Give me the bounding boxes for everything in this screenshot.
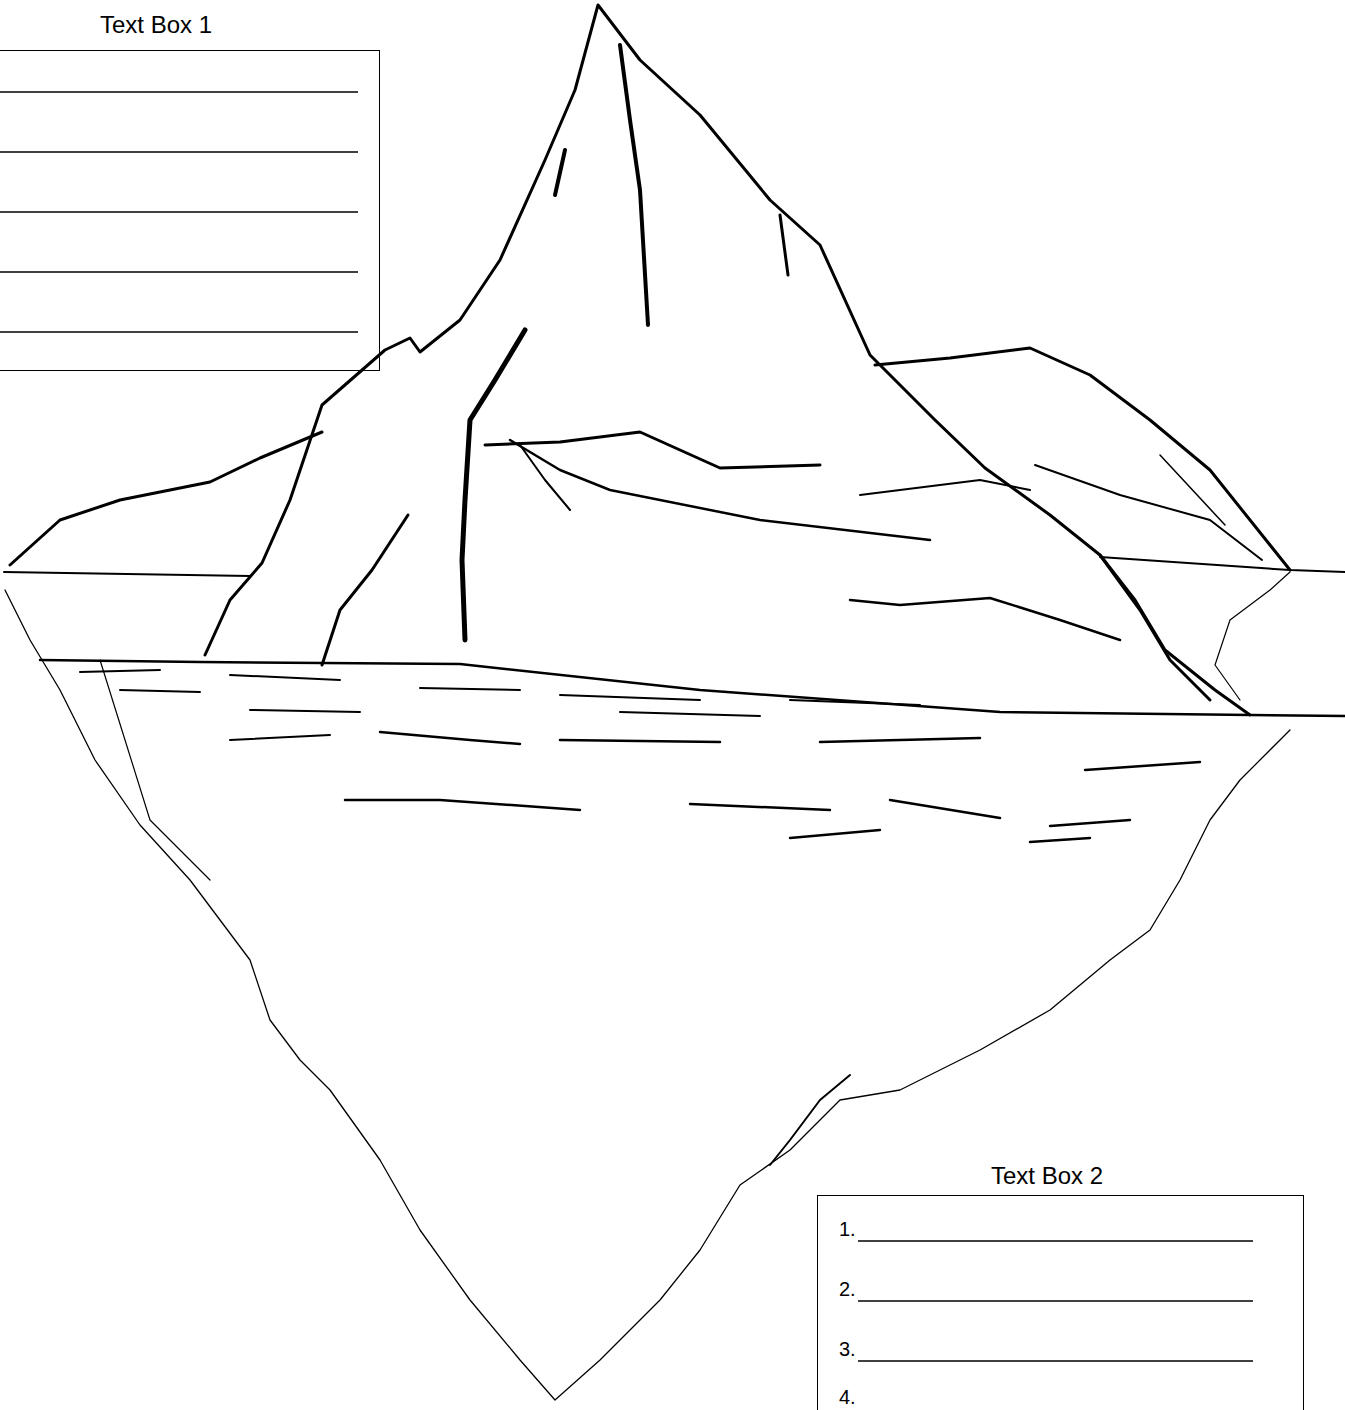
- peak-crease: [555, 150, 565, 195]
- water-ripple: [120, 690, 760, 740]
- peak-crease: [485, 432, 820, 468]
- horizon-line: [4, 572, 250, 576]
- box-heading: Text Box 2: [991, 1164, 1103, 1188]
- underwater-ice: [100, 660, 210, 880]
- iceberg-peak: [205, 5, 1250, 715]
- peak-crease: [850, 598, 1120, 640]
- right-ridge-crease: [1160, 455, 1225, 525]
- blank-line: [858, 1240, 1253, 1242]
- list-number: 3.: [839, 1339, 856, 1359]
- right-ridge-crease: [1035, 465, 1262, 560]
- right-ridge-edge: [1215, 572, 1290, 700]
- text-box: Text Box 21.2.3.4.: [817, 1195, 1304, 1410]
- peak-crease: [780, 215, 788, 275]
- list-number: 4.: [839, 1387, 856, 1407]
- water-ripple: [80, 670, 920, 705]
- blank-line: [0, 271, 358, 273]
- text-box: Text Box 1: [0, 50, 380, 371]
- blank-line: [858, 1300, 1253, 1302]
- left-ridge: [10, 432, 322, 565]
- blank-line: [858, 1360, 1253, 1362]
- blank-line: [0, 91, 358, 93]
- peak-crease: [620, 45, 648, 325]
- water-ripple: [345, 800, 1130, 842]
- horizon-line: [1100, 557, 1345, 572]
- peak-crease: [860, 480, 1030, 495]
- peak-crease: [510, 440, 930, 540]
- peak-crease: [1100, 555, 1210, 700]
- blank-line: [0, 211, 358, 213]
- underwater-crease: [770, 1075, 850, 1165]
- peak-crease: [520, 445, 570, 510]
- list-number: 1.: [839, 1219, 856, 1239]
- right-ridge: [875, 348, 1290, 570]
- peak-crease: [462, 330, 525, 640]
- blank-line: [0, 151, 358, 153]
- peak-crease: [322, 515, 408, 665]
- water-ripple: [380, 732, 1200, 770]
- underwater-ice: [5, 590, 1290, 1400]
- box-heading: Text Box 1: [100, 13, 212, 37]
- blank-line: [0, 331, 358, 333]
- water-surface: [40, 660, 1345, 716]
- list-number: 2.: [839, 1279, 856, 1299]
